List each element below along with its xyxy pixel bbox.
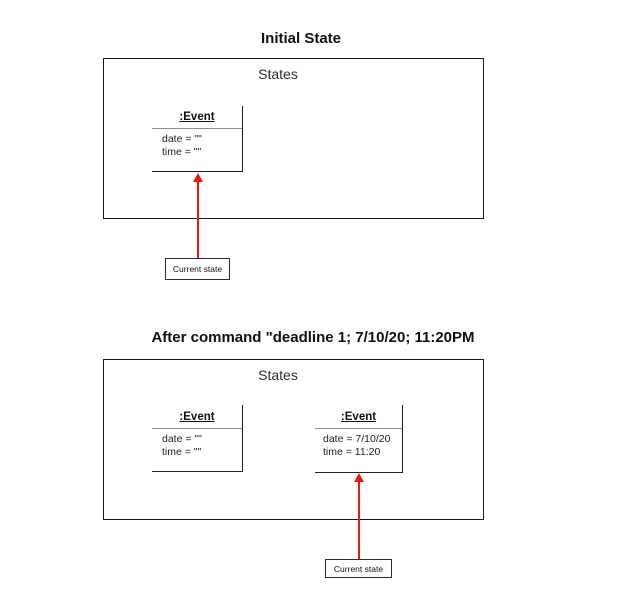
event-object-3-title: :Event (315, 405, 402, 429)
attribute-date: date = "" (162, 433, 202, 445)
attribute-date: date = 7/10/20 (323, 433, 391, 445)
current-state-arrow-2 (358, 482, 360, 559)
event-object-2: :Event date = "" time = "" (152, 405, 243, 472)
event-object-2-title: :Event (152, 405, 242, 429)
states-frame-1 (103, 58, 484, 219)
states-frame-1-label: States (258, 66, 298, 82)
diagram-1-title: Initial State (260, 30, 342, 47)
arrow-up-icon (193, 173, 203, 182)
current-state-label-1-text: Current state (172, 264, 223, 274)
event-object-3: :Event date = 7/10/20 time = 11:20 (315, 405, 403, 473)
arrow-up-icon (354, 473, 364, 482)
states-frame-2 (103, 359, 484, 520)
event-object-1: :Event date = "" time = "" (152, 106, 243, 172)
event-object-3-attributes: date = 7/10/20 time = 11:20 (315, 429, 402, 473)
event-object-1-title: :Event (152, 106, 242, 129)
current-state-label-2: Current state (325, 559, 392, 578)
current-state-label-2-text: Current state (333, 563, 384, 574)
event-object-2-attributes: date = "" time = "" (152, 429, 242, 472)
attribute-time: time = 11:20 (323, 445, 381, 458)
event-object-1-attributes: date = "" time = "" (152, 129, 242, 172)
attribute-time: time = "" (162, 145, 202, 158)
current-state-label-1: Current state (165, 258, 230, 280)
current-state-arrow-1 (197, 182, 199, 258)
attribute-time: time = "" (162, 445, 202, 458)
attribute-date: date = "" (162, 133, 202, 145)
states-frame-2-label: States (258, 367, 298, 383)
diagram-2-title: After command "deadline 1; 7/10/20; 11:2… (151, 329, 475, 346)
